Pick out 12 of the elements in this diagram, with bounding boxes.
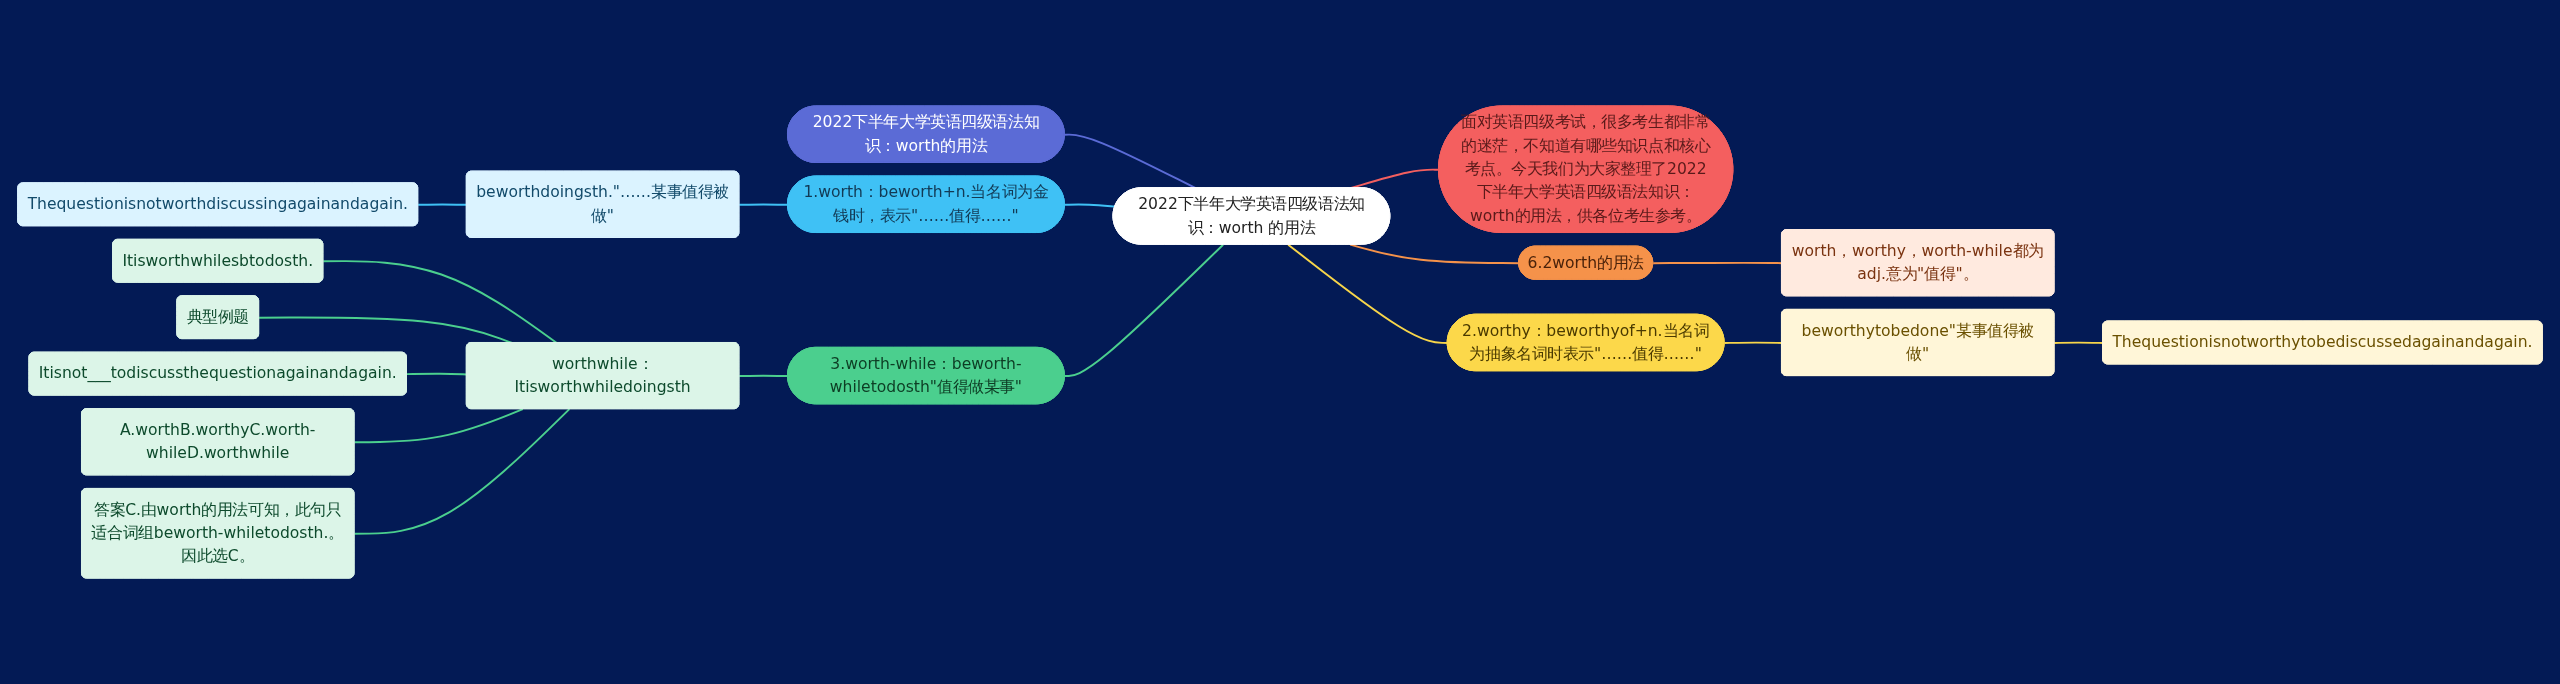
connector [353,408,571,535]
connector [405,372,468,376]
connector [1063,203,1117,208]
connector [1652,261,1783,265]
connector [322,260,558,344]
connector [738,203,789,206]
connector [417,203,468,206]
connector [1723,341,1783,344]
connector [1063,243,1225,378]
connector [1287,243,1449,344]
connector [738,374,789,378]
connector [353,408,524,444]
